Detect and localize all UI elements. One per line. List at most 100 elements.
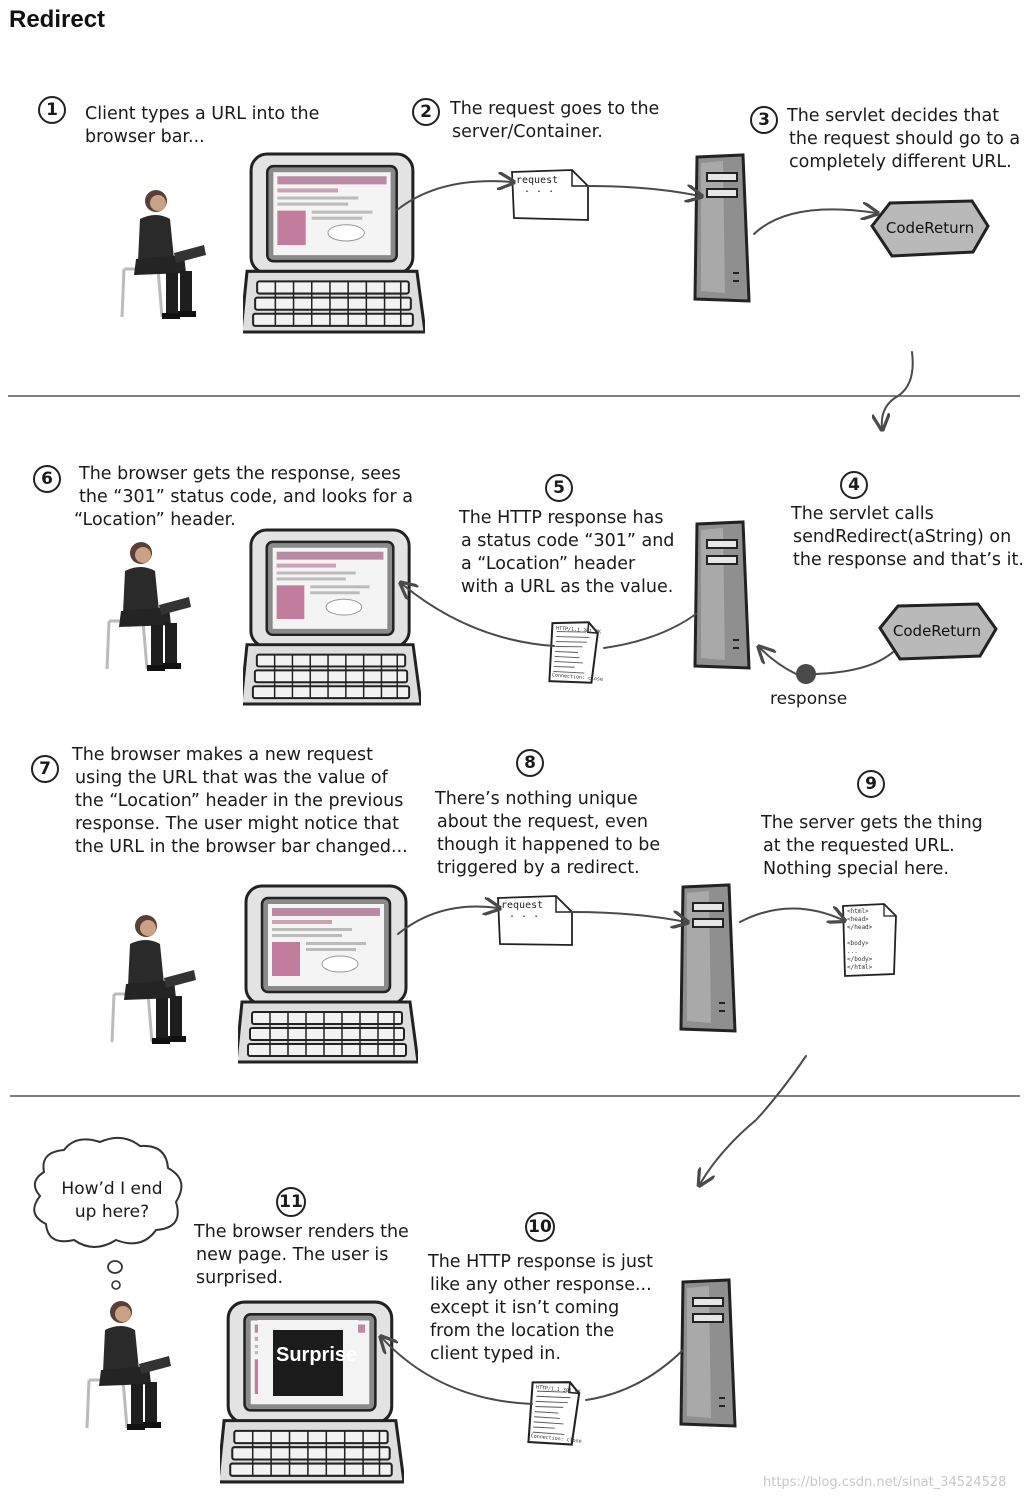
svg-text:<head>: <head>	[847, 916, 869, 923]
step-1-caption: Client types a URL into the browser bar.…	[85, 104, 319, 147]
svg-text:. . .: . . .	[524, 184, 554, 195]
svg-text:6: 6	[41, 469, 53, 489]
svg-text:though it happened to be: though it happened to be	[437, 835, 660, 855]
svg-text:browser bar...: browser bar...	[85, 127, 205, 147]
svg-text:a status code “301” and: a status code “301” and	[461, 531, 674, 551]
svg-text:2: 2	[420, 102, 432, 122]
arrow-step3-to-step4	[882, 351, 914, 428]
svg-text:triggered by a redirect.: triggered by a redirect.	[437, 858, 640, 878]
svg-text:new page. The user is: new page. The user is	[196, 1245, 388, 1265]
browser-laptop-3	[238, 884, 418, 1064]
code-return-badge-2: CodeReturn	[878, 602, 998, 661]
svg-text:How’d I end: How’d I end	[61, 1179, 162, 1199]
step-1-badge: 1	[38, 96, 66, 124]
step-7-badge: 7	[31, 755, 59, 783]
step-2-caption: The request goes to the server/Container…	[449, 99, 659, 142]
arrow-server-to-html-doc	[739, 908, 843, 922]
http-response-document-2: HTTP/1.1 301 OK Connection: close	[525, 1377, 582, 1448]
svg-text:<html>: <html>	[847, 908, 869, 915]
svg-text:the response and that’s it.: the response and that’s it.	[793, 550, 1024, 570]
svg-text:</head>: </head>	[847, 924, 873, 931]
step-2-badge: 2	[412, 98, 440, 126]
svg-text:up here?: up here?	[75, 1202, 149, 1222]
svg-text:sendRedirect(aString) on: sendRedirect(aString) on	[793, 527, 1011, 547]
svg-text:the request should go to a: the request should go to a	[789, 129, 1020, 149]
arrow-server-to-codereturn	[753, 209, 876, 235]
svg-text:Connection: close: Connection: close	[530, 1433, 582, 1444]
step-10-badge: 10	[525, 1212, 555, 1242]
svg-text:HTTP/1.1 301 OK: HTTP/1.1 301 OK	[556, 625, 602, 635]
svg-text:The request goes to the: The request goes to the	[449, 99, 659, 119]
step-9-caption: The server gets the thing at the request…	[760, 813, 983, 879]
server-tower-4	[679, 1278, 737, 1428]
svg-text:the URL in the browser bar cha: the URL in the browser bar changed...	[75, 837, 408, 857]
svg-text:...: ...	[847, 948, 858, 955]
svg-text:like any other response...: like any other response...	[430, 1275, 652, 1295]
svg-text:request: request	[501, 900, 543, 911]
svg-text:request: request	[516, 175, 558, 186]
step-6-caption: The browser gets the response, sees the …	[74, 464, 413, 530]
svg-text:surprised.: surprised.	[196, 1268, 283, 1288]
browser-laptop-1	[243, 152, 425, 334]
svg-text:The browser renders the: The browser renders the	[193, 1222, 409, 1242]
svg-text:The HTTP response has: The HTTP response has	[458, 508, 663, 528]
svg-text:Surprise: Surprise	[276, 1344, 357, 1366]
svg-text:about the request, even: about the request, even	[437, 812, 648, 832]
step-11-badge: 11	[276, 1187, 306, 1217]
request-document-2: request . . .	[497, 895, 573, 946]
server-tower-1	[693, 153, 751, 303]
svg-text:Client types a URL into the: Client types a URL into the	[85, 104, 319, 124]
svg-text:</body>: </body>	[847, 956, 873, 963]
svg-text:7: 7	[39, 759, 51, 779]
step-9-badge: 9	[857, 770, 885, 798]
svg-text:1: 1	[46, 100, 58, 120]
step-4-badge: 4	[840, 471, 868, 499]
svg-text:</html>: </html>	[847, 964, 873, 971]
page-title: Redirect	[9, 6, 105, 33]
svg-text:at the requested URL.: at the requested URL.	[763, 836, 955, 856]
response-object-dot	[796, 664, 816, 684]
thought-bubble: How’d I end up here?	[33, 1136, 183, 1290]
svg-text:The servlet calls: The servlet calls	[790, 504, 934, 524]
svg-text:4: 4	[848, 475, 860, 495]
svg-text:a “Location” header: a “Location” header	[461, 554, 636, 574]
svg-text:the “301” status code, and loo: the “301” status code, and looks for a	[79, 487, 413, 507]
svg-text:CodeReturn: CodeReturn	[893, 622, 981, 640]
svg-text:5: 5	[553, 478, 565, 498]
arrow-step9-to-step10	[700, 1055, 807, 1184]
watermark: https://blog.csdn.net/sinat_34524528	[763, 1475, 1006, 1490]
server-tower-2	[693, 520, 751, 670]
user-figure-4	[85, 1299, 173, 1432]
svg-text:8: 8	[524, 753, 536, 773]
user-figure-1	[120, 188, 208, 321]
request-document-1: request . . .	[511, 169, 589, 221]
step-11-caption: The browser renders the new page. The us…	[193, 1222, 409, 1288]
step-5-badge: 5	[545, 474, 573, 502]
svg-text:the “Location” header in the p: the “Location” header in the previous	[75, 791, 403, 811]
svg-text:The browser makes a new reques: The browser makes a new request	[71, 745, 373, 765]
arrow-request2-to-server	[571, 912, 686, 922]
step-6-badge: 6	[33, 465, 61, 493]
svg-text:response. The user might notic: response. The user might notice that	[75, 814, 399, 834]
svg-text:“Location” header.: “Location” header.	[74, 510, 236, 530]
svg-text:from the location the: from the location the	[430, 1321, 614, 1341]
user-figure-3	[110, 913, 198, 1046]
step-10-caption: The HTTP response is just like any other…	[427, 1252, 653, 1364]
step-3-caption: The servlet decides that the request sho…	[786, 106, 1020, 172]
svg-text:There’s nothing unique: There’s nothing unique	[434, 789, 638, 809]
arrow-codereturn-to-response	[815, 651, 894, 675]
svg-text:The browser gets the response,: The browser gets the response, sees	[78, 464, 401, 484]
code-return-badge-1: CodeReturn	[870, 199, 990, 258]
arrow-response-doc-to-browser	[402, 584, 555, 647]
arrow-browser-to-request	[396, 181, 512, 211]
svg-text:. . .: . . .	[509, 909, 539, 920]
svg-text:HTTP/1.1 301 OK: HTTP/1.1 301 OK	[536, 1385, 582, 1396]
step-5-caption: The HTTP response has a status code “301…	[458, 508, 674, 597]
svg-text:9: 9	[865, 774, 877, 794]
step-4-caption: The servlet calls sendRedirect(aString) …	[790, 504, 1024, 570]
user-figure-2	[105, 540, 193, 673]
http-response-document-1: HTTP/1.1 301 OK Connection: close	[546, 618, 603, 686]
arrow-server-to-response-doc-2	[585, 1349, 684, 1401]
svg-text:client typed in.: client typed in.	[430, 1344, 561, 1364]
